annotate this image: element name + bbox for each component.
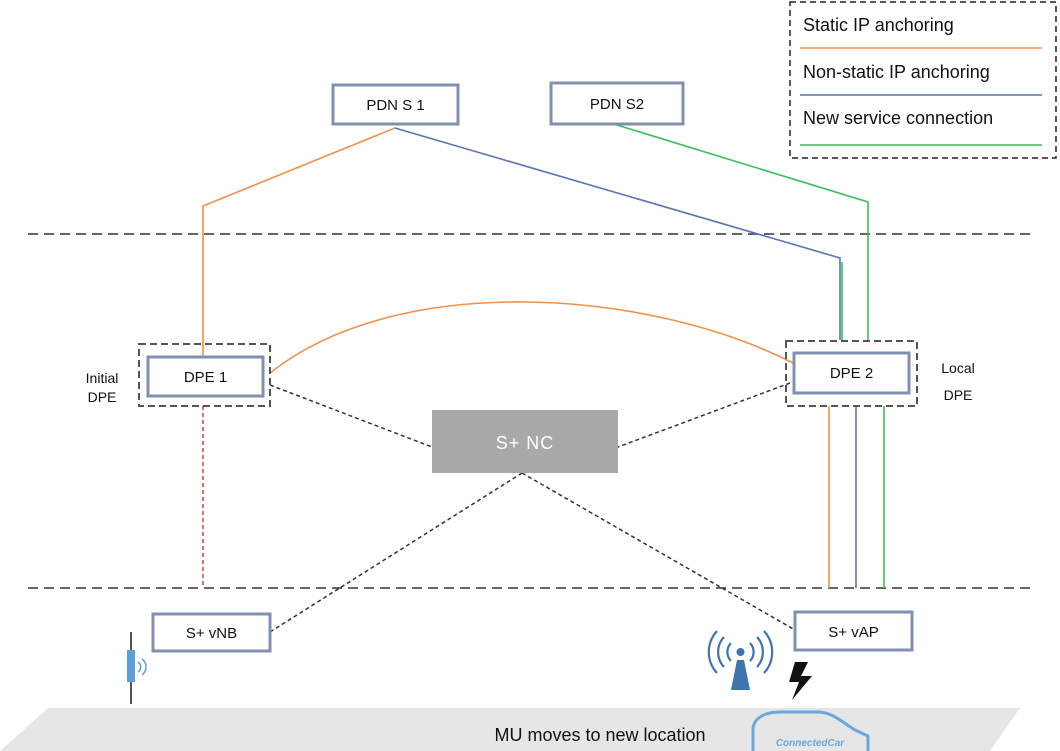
legend-label-newservice: New service connection bbox=[803, 108, 993, 128]
control-link-dpe1-nc bbox=[269, 384, 433, 448]
static-ip-arc-dpe1-dpe2 bbox=[269, 301, 794, 374]
new-service-path-pdns2-dpe2 bbox=[616, 124, 869, 340]
connected-car-icon: ConnectedCar bbox=[751, 710, 870, 751]
legend-label-nonstatic: Non-static IP anchoring bbox=[803, 62, 990, 82]
nc-node: S+ NC bbox=[432, 410, 618, 473]
dpe2-node: DPE 2 bbox=[785, 340, 918, 407]
nc-label: S+ NC bbox=[496, 433, 555, 453]
static-ip-path-pdns1-dpe1 bbox=[202, 127, 396, 363]
local-dpe-label-line2: DPE bbox=[944, 387, 973, 403]
car-logo-text: ConnectedCar bbox=[776, 738, 845, 749]
initial-dpe-label-line2: DPE bbox=[88, 389, 117, 405]
dpe1-node: DPE 1 bbox=[138, 343, 271, 407]
dpe1-label: DPE 1 bbox=[184, 369, 227, 386]
control-link-dpe2-nc bbox=[617, 382, 791, 448]
pdns1-node: PDN S 1 bbox=[331, 83, 460, 126]
cell-tower-icon bbox=[127, 632, 147, 704]
vap-label: S+ vAP bbox=[828, 624, 878, 641]
legend-label-static: Static IP anchoring bbox=[803, 15, 954, 35]
wireless-ap-icon bbox=[707, 630, 774, 690]
vnb-label: S+ vNB bbox=[186, 625, 237, 642]
local-dpe-label-line1: Local bbox=[941, 360, 974, 376]
legend: Static IP anchoring Non-static IP anchor… bbox=[789, 1, 1057, 159]
lightning-bolt-icon bbox=[789, 662, 812, 700]
vap-node: S+ vAP bbox=[793, 610, 914, 652]
ground-floor bbox=[0, 708, 1020, 751]
vnb-node: S+ vNB bbox=[151, 612, 272, 653]
dpe2-label: DPE 2 bbox=[830, 365, 873, 382]
initial-dpe-label-line1: Initial bbox=[86, 370, 119, 386]
pdns2-node: PDN S2 bbox=[549, 81, 685, 126]
ground-caption: MU moves to new location bbox=[494, 725, 705, 745]
control-link-nc-vnb bbox=[269, 472, 523, 633]
pdns2-label: PDN S2 bbox=[590, 96, 644, 113]
nonstatic-ip-path-pdns1-dpe2 bbox=[394, 127, 841, 340]
control-link-nc-vap bbox=[521, 472, 796, 631]
pdns1-label: PDN S 1 bbox=[366, 97, 424, 114]
